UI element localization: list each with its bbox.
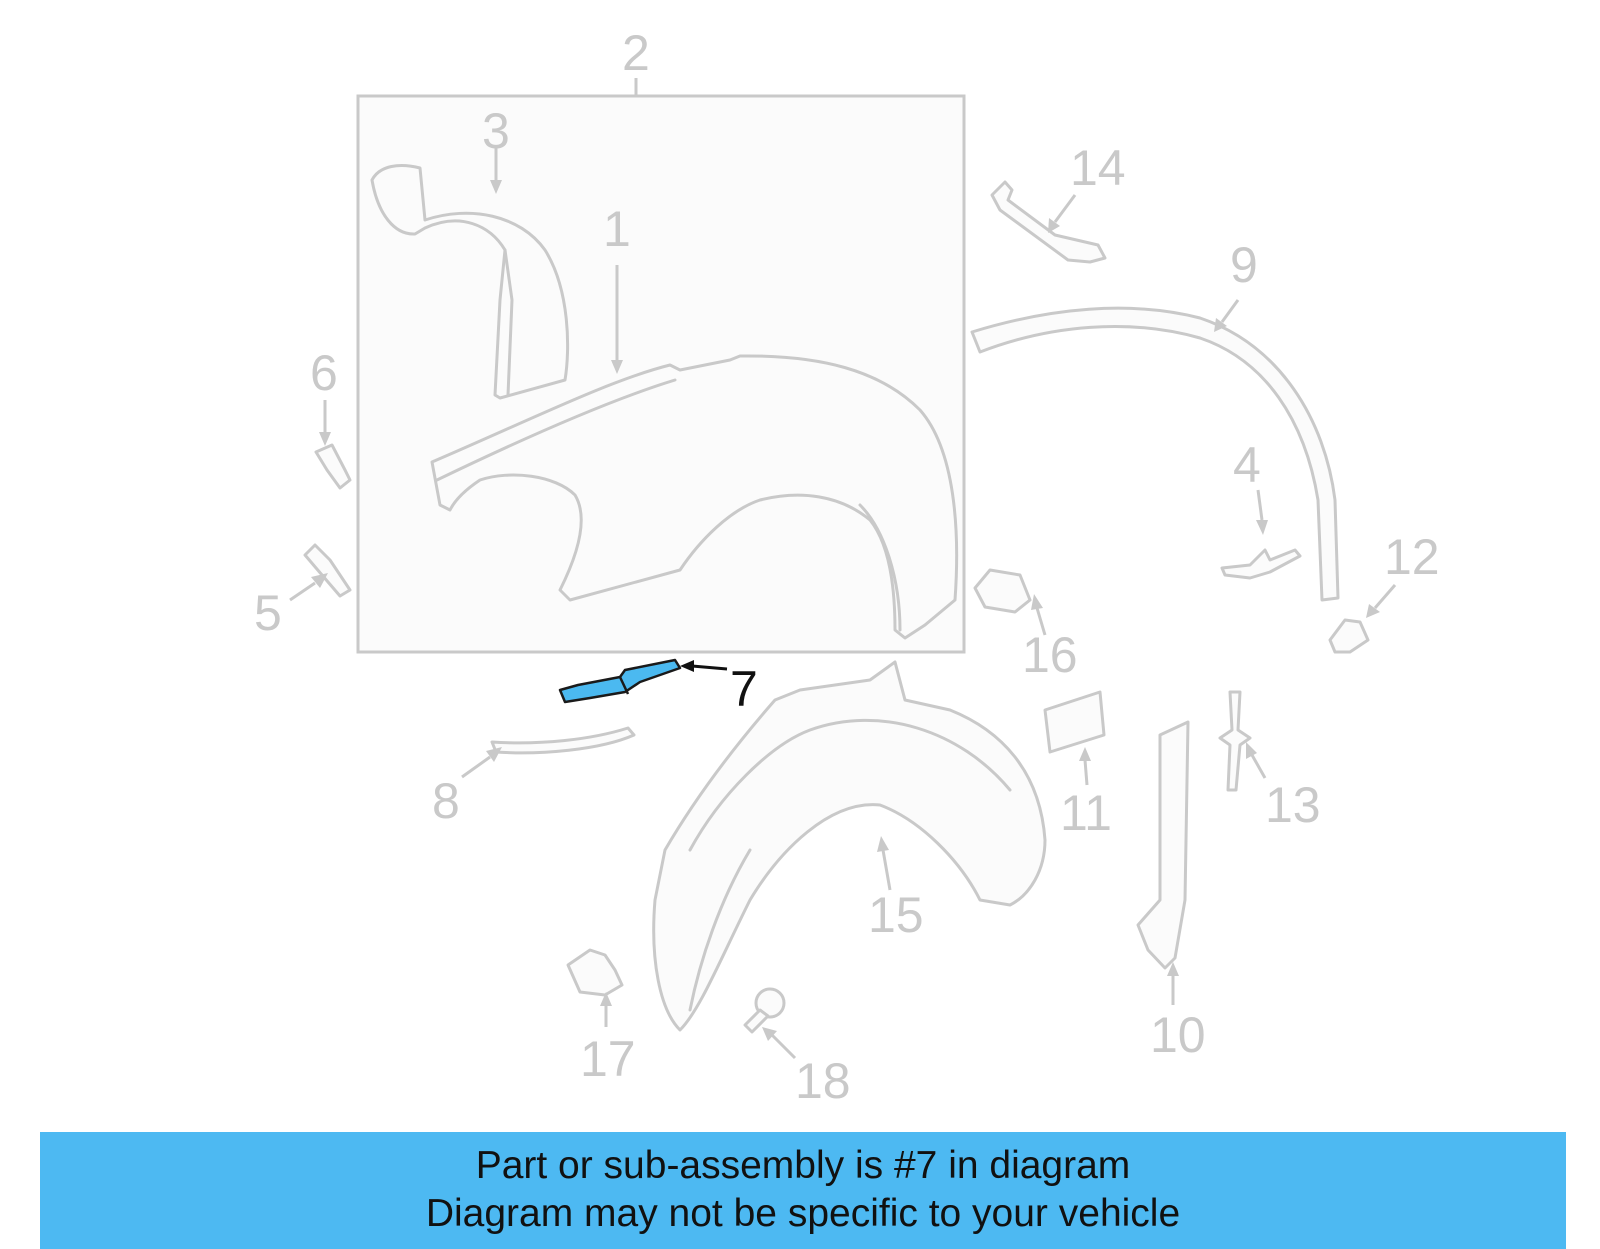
part-15-detail-2 [688, 848, 752, 1012]
callout-11: 11 [1060, 785, 1112, 841]
banner-line-2: Diagram may not be specific to your vehi… [425, 1192, 1181, 1235]
part-3-detail [503, 248, 514, 397]
callout-9: 9 [1230, 237, 1258, 293]
callout-7: 7 [730, 661, 758, 717]
callout-14: 14 [1070, 140, 1126, 196]
part-9-shape [970, 306, 1340, 602]
callout-5: 5 [254, 585, 282, 641]
callout-16: 16 [1022, 627, 1078, 683]
banner-line-1: Part or sub-assembly is #7 in diagram [475, 1144, 1131, 1187]
part-3-shape [370, 164, 570, 400]
callout-8: 8 [432, 773, 460, 829]
callout-13: 13 [1265, 777, 1321, 833]
callout-10: 10 [1150, 1007, 1206, 1063]
callout-12: 12 [1384, 529, 1440, 585]
part-11-shape [1043, 690, 1106, 754]
callout-3: 3 [482, 103, 510, 159]
part-16-shape [973, 568, 1032, 614]
callout-1: 1 [603, 201, 631, 257]
part-7-highlighted [558, 658, 682, 704]
callout-17: 17 [580, 1031, 636, 1087]
part-1-detail [435, 378, 677, 482]
callout-15: 15 [868, 887, 924, 943]
part-18-shaft [743, 1008, 770, 1034]
part-14-shape [990, 180, 1107, 264]
callout-18: 18 [795, 1053, 851, 1109]
part-7-seam [618, 676, 630, 695]
part-15-shape [652, 660, 1047, 1032]
part-18-head [754, 987, 786, 1019]
callout-4: 4 [1233, 437, 1261, 493]
part-6-shape [314, 443, 352, 490]
part-10-shape [1136, 720, 1190, 970]
part-13-shape [1218, 690, 1252, 792]
callout-6: 6 [310, 345, 338, 401]
part-4-shape [1220, 548, 1302, 580]
part-1-detail-2 [858, 503, 902, 632]
part-17-shape [566, 948, 624, 997]
part-8-shape [490, 726, 636, 755]
info-banner: Part or sub-assembly is #7 in diagram Di… [40, 1132, 1566, 1249]
part-15-detail [688, 718, 1012, 852]
callout-2: 2 [622, 25, 650, 81]
part-5-shape [303, 543, 352, 598]
part-12-shape [1328, 618, 1370, 654]
